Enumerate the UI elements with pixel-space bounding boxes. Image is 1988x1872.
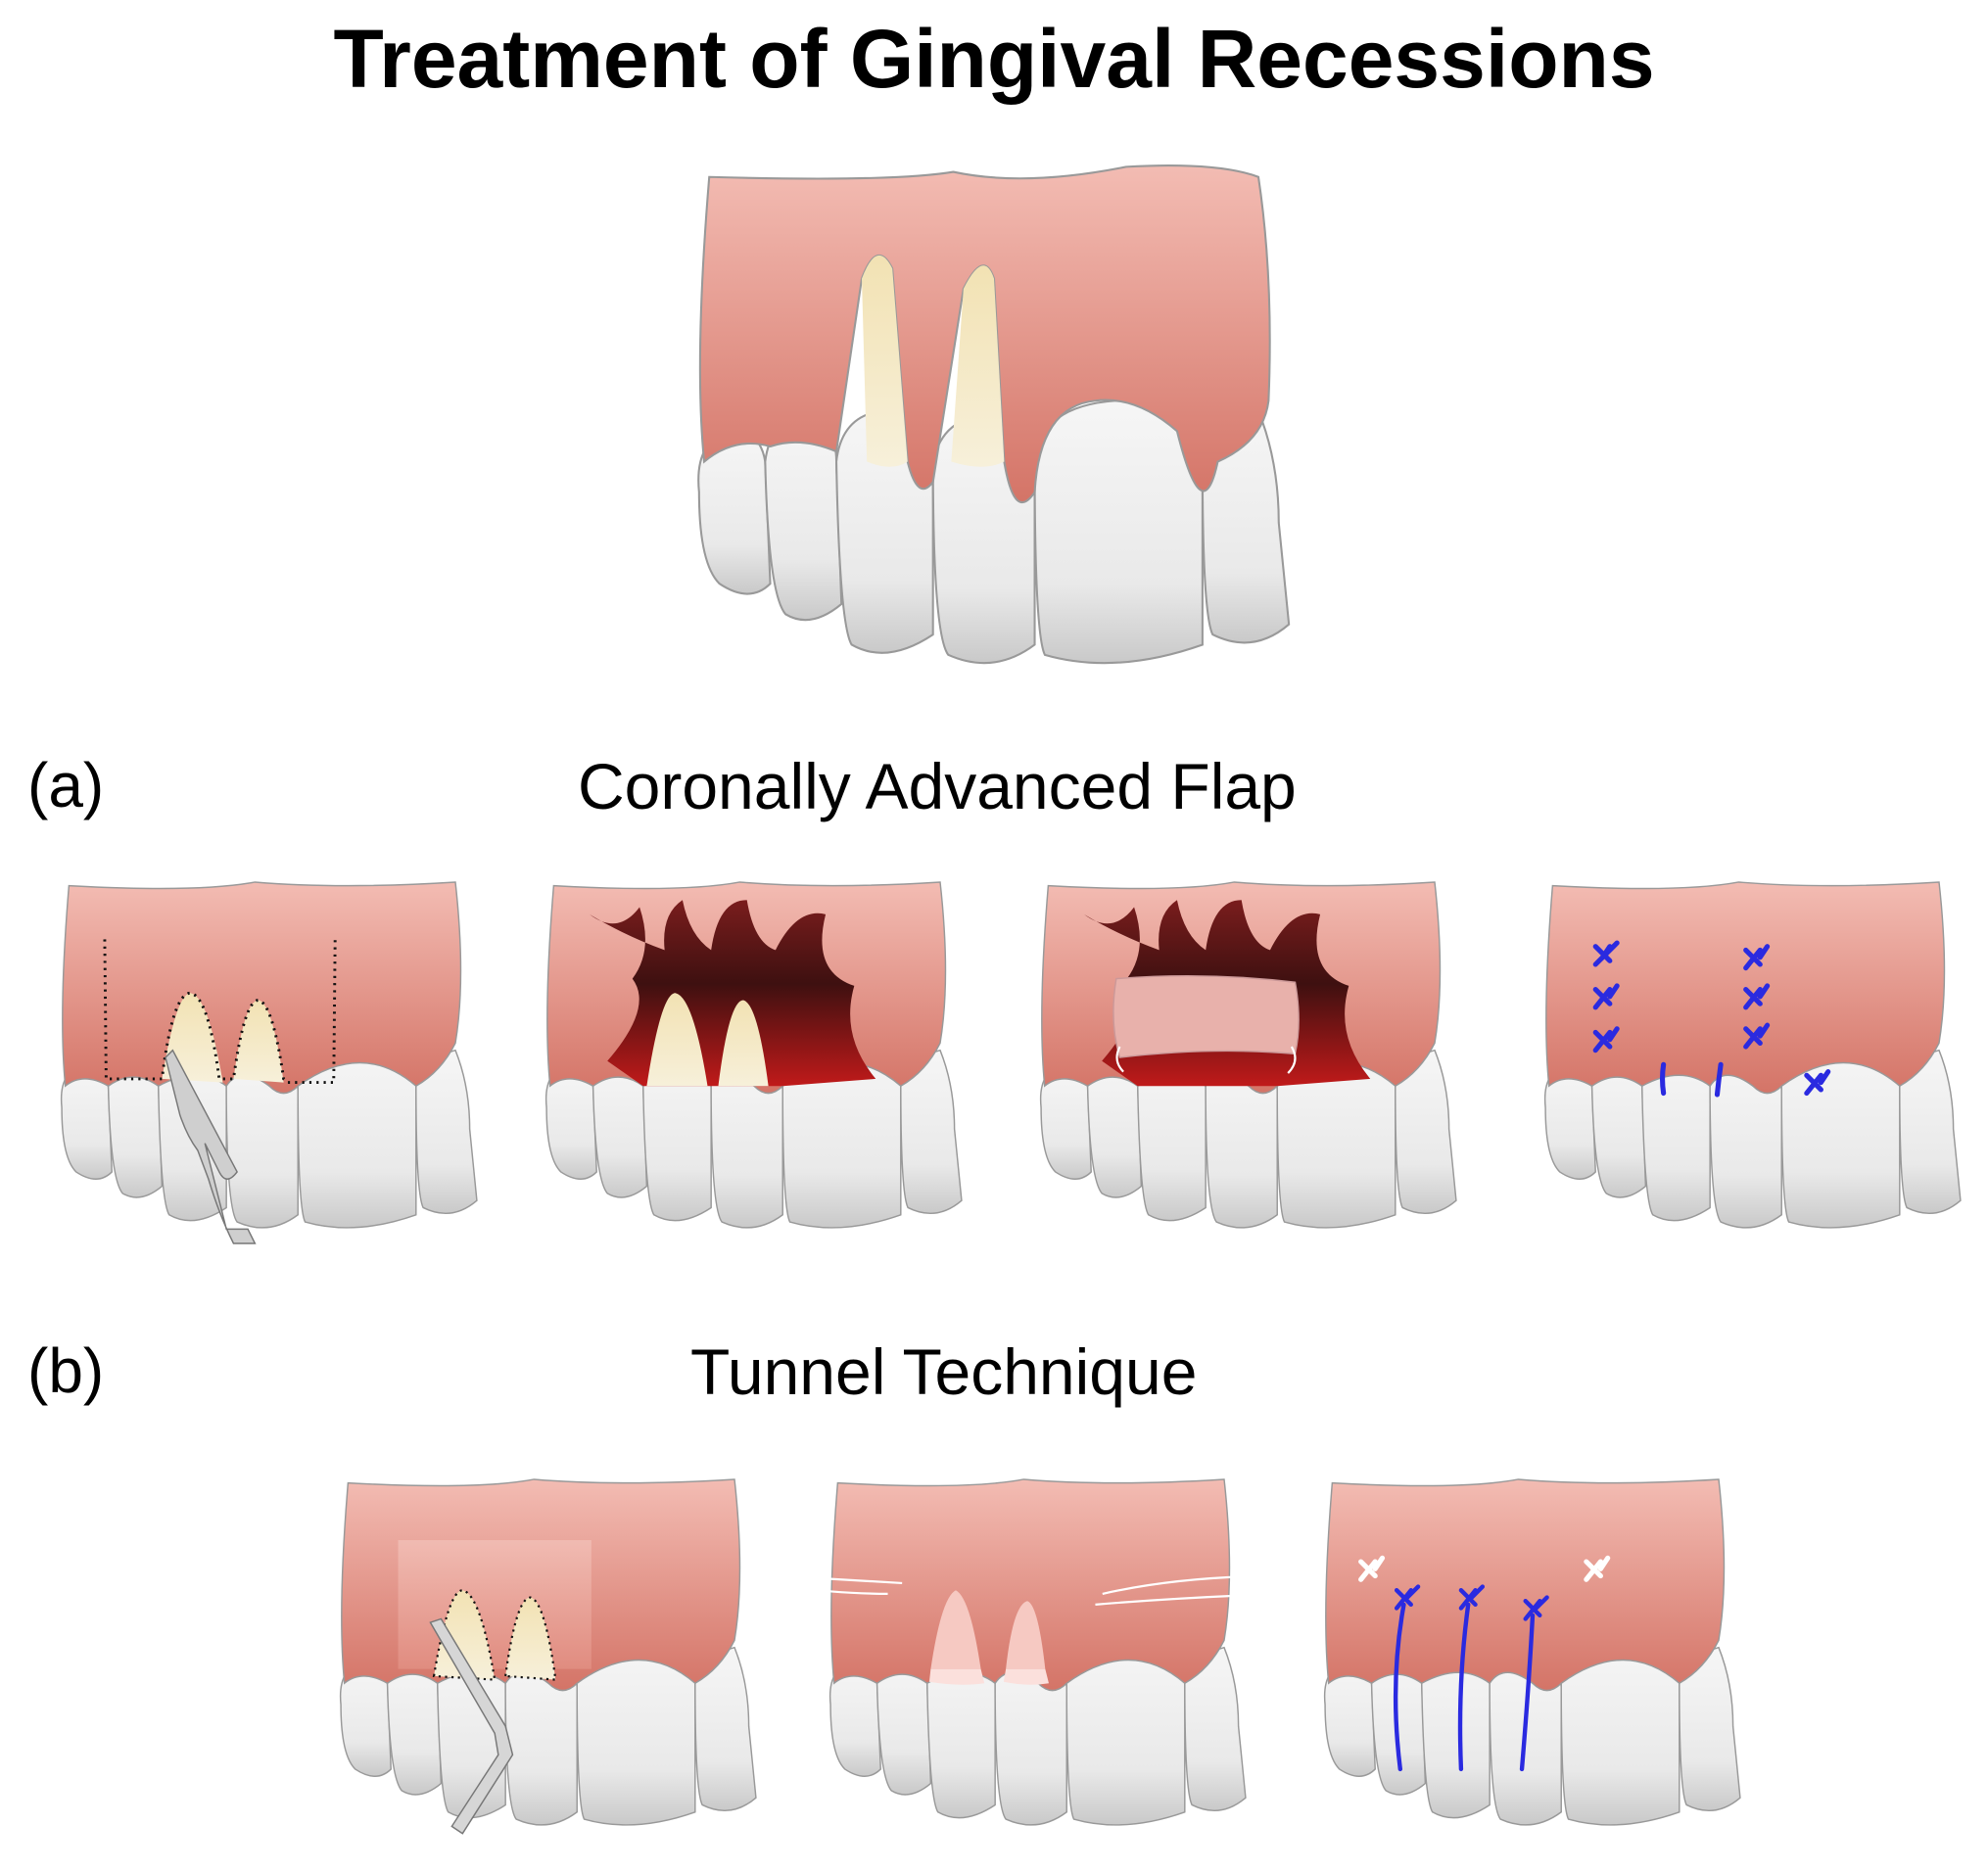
exposed-root bbox=[862, 255, 908, 467]
tunnel-step1-preparation bbox=[339, 1478, 757, 1835]
caf-step3-graft bbox=[1039, 881, 1457, 1229]
gingiva bbox=[62, 881, 462, 1095]
section-b-title: Tunnel Technique bbox=[690, 1335, 1198, 1408]
section-a-title: Coronally Advanced Flap bbox=[578, 750, 1297, 822]
tunneling-instrument-icon bbox=[429, 1617, 514, 1835]
surgical-instrument-icon bbox=[165, 1049, 257, 1244]
tunnel-step3-sutured bbox=[1323, 1478, 1741, 1826]
exposed-root bbox=[951, 265, 1005, 467]
graft-under-tunnel bbox=[1006, 1601, 1046, 1669]
gingiva bbox=[830, 1478, 1231, 1692]
recession-illustration bbox=[697, 164, 1291, 665]
tunnel-step2-graft-insertion bbox=[780, 1478, 1282, 1826]
exposed-root bbox=[928, 1668, 985, 1685]
incision-line bbox=[103, 935, 337, 1085]
exposed-root bbox=[718, 1000, 769, 1087]
caf-step2-flap-raised bbox=[544, 881, 963, 1229]
suture-icon bbox=[1358, 1555, 1611, 1582]
section-a-label: (a) bbox=[27, 750, 105, 820]
section-b-label: (b) bbox=[27, 1335, 105, 1406]
caf-step1-incision bbox=[60, 881, 478, 1244]
exposed-root bbox=[503, 1596, 557, 1681]
exposed-root bbox=[1003, 1668, 1049, 1685]
tunnel-area bbox=[398, 1540, 592, 1669]
suture-icon bbox=[1592, 940, 1831, 1098]
caf-step4-sutured bbox=[1543, 881, 1962, 1229]
gingiva bbox=[698, 164, 1271, 504]
exposed-root bbox=[233, 1000, 284, 1083]
exposed-root bbox=[646, 993, 708, 1087]
suture-thread bbox=[780, 1574, 1282, 1606]
graft-under-tunnel bbox=[930, 1590, 981, 1669]
exposed-root bbox=[432, 1589, 497, 1681]
sling-suture-icon bbox=[1393, 1584, 1549, 1772]
graft-suture bbox=[1115, 1046, 1297, 1074]
figure-title: Treatment of Gingival Recessions bbox=[333, 13, 1655, 105]
connective-tissue-graft bbox=[1112, 974, 1300, 1058]
gingiva bbox=[1325, 1478, 1726, 1692]
